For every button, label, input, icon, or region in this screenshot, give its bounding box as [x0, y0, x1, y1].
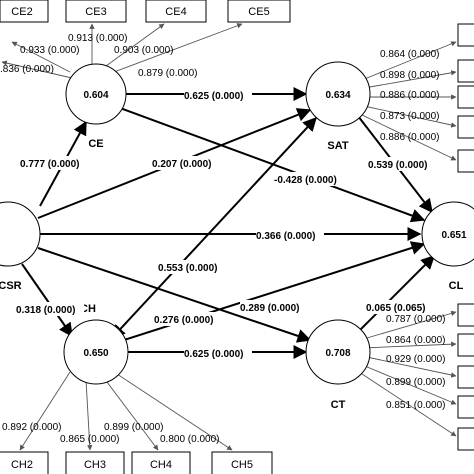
- construct-ce: 0.604 CE: [65, 63, 127, 150]
- loading-label-sat-3: 0.886 (0.000): [380, 90, 440, 101]
- indicator-sat-2: [457, 59, 474, 83]
- loading-arrow-sat-1: [361, 41, 457, 81]
- indicator-sat-1: [457, 23, 474, 47]
- indicator-ch5-label: CH5: [231, 459, 253, 471]
- loading-label-ct-5: 0.851 (0.000): [386, 400, 446, 411]
- construct-ct-name: CT: [331, 399, 346, 411]
- indicator-ce2: CE2: [0, 0, 49, 23]
- construct-csr-name: CSR: [0, 280, 22, 292]
- loading-arrow-ct-5: [355, 369, 457, 437]
- loading-arrow-ce-1: [11, 41, 71, 73]
- loading-label-ce-top-3: 0.879 (0.000): [138, 68, 198, 79]
- construct-csr: CSR: [0, 201, 41, 292]
- construct-sat-r2: 0.634: [325, 90, 350, 101]
- indicator-ce4-label: CE4: [165, 6, 186, 18]
- loading-label-sat-1: 0.864 (0.000): [380, 49, 440, 60]
- path-label-ch-cl: 0.289 (0.000): [240, 303, 300, 314]
- construct-cl-name: CL: [449, 280, 464, 292]
- indicator-sat-4: [457, 115, 474, 139]
- loading-label-ch-1: 0.892 (0.000): [2, 422, 62, 433]
- indicator-ct-3: [457, 365, 474, 389]
- indicator-ch4: CH4: [131, 451, 191, 474]
- path-arrow-csr-ch: [21, 263, 73, 338]
- loading-label-sat-4: 0.873 (0.000): [380, 111, 440, 122]
- path-label-ch-ct: 0.625 (0.000): [184, 349, 244, 360]
- construct-cl-r2: 0.651: [441, 230, 466, 241]
- indicator-ct-4: [457, 395, 474, 419]
- path-label-sat-cl: 0.539 (0.000): [368, 160, 428, 171]
- construct-ce-r2: 0.604: [83, 90, 108, 101]
- loading-label-sat-5: 0.886 (0.000): [380, 132, 440, 143]
- loading-arrow-ch-3: [103, 377, 159, 451]
- loading-arrow-ct-3: [361, 355, 457, 378]
- construct-ch: 0.650 CH: [63, 303, 129, 385]
- loading-label-ce-top-1: 0.913 (0.000): [68, 33, 128, 44]
- path-label-csr-ch: 0.318 (0.000): [16, 305, 76, 316]
- loading-label-ch-2: 0.865 (0.000): [60, 434, 120, 445]
- indicator-ce5-label: CE5: [248, 6, 269, 18]
- loading-arrow-ch-4: [113, 371, 233, 451]
- path-label-ce-sat: 0.625 (0.000): [184, 91, 244, 102]
- loading-arrow-sat-4: [363, 105, 457, 128]
- loading-arrow-ch-2: [85, 379, 93, 451]
- indicator-ct-5: [457, 427, 474, 451]
- loading-label-ce-left-1: 0.933 (0.000): [20, 45, 80, 56]
- construct-sat: 0.634 SAT: [305, 61, 371, 152]
- construct-cl: 0.651 CL: [421, 201, 474, 292]
- loading-arrow-ce-4: [105, 23, 165, 67]
- path-label-csr-ce: 0.777 (0.000): [20, 159, 80, 170]
- path-label-csr-sat: 0.207 (0.000): [152, 159, 212, 170]
- loading-arrow-sat-5: [359, 113, 457, 161]
- construct-ch-name: CH: [80, 303, 96, 315]
- loading-arrow-sat-2: [363, 70, 457, 89]
- path-label-sat-ch: 0.553 (0.000): [158, 263, 218, 274]
- loading-label-ch-4: 0.800 (0.000): [160, 434, 220, 445]
- path-label-ce-cl: -0.428 (0.000): [274, 175, 337, 186]
- loading-label-ce-top-2: 0.903 (0.000): [114, 45, 174, 56]
- loading-label-ct-2: 0.864 (0.000): [386, 335, 446, 346]
- indicator-sat-3: [457, 85, 474, 109]
- construct-sat-name: SAT: [327, 140, 348, 152]
- path-arrow-csr-ct: [37, 247, 312, 343]
- indicator-ce4: CE4: [145, 0, 207, 23]
- loading-label-sat-2: 0.898 (0.000): [380, 70, 440, 81]
- indicator-sat-5: [457, 149, 474, 173]
- loading-label-ct-1: 0.787 (0.000): [386, 314, 446, 325]
- indicator-ce3-label: CE3: [85, 6, 106, 18]
- loading-label-ch-3: 0.899 (0.000): [104, 422, 164, 433]
- loading-arrow-ct-1: [359, 310, 457, 341]
- construct-ct-r2: 0.708: [325, 348, 350, 359]
- indicator-ch2: CH2: [0, 451, 49, 474]
- path-arrow-sat-ch: [111, 116, 317, 340]
- loading-arrow-ct-4: [359, 363, 457, 405]
- loading-arrow-ce-5: [113, 23, 243, 73]
- path-label-ct-cl: 0.065 (0.065): [366, 303, 426, 314]
- path-arrow-ct-cl: [355, 255, 435, 335]
- loading-arrow-ce-2: [1, 60, 73, 79]
- loading-arrow-ct-2: [361, 341, 457, 349]
- indicator-ct-2: [457, 333, 474, 357]
- indicator-ce3: CE3: [65, 0, 127, 23]
- construct-ce-name: CE: [88, 138, 103, 150]
- construct-ch-r2: 0.650: [83, 348, 108, 359]
- indicator-ce2-label: CE2: [11, 6, 32, 18]
- construct-ct: 0.708 CT: [305, 319, 371, 411]
- path-label-csr-ct: 0.276 (0.000): [154, 315, 214, 326]
- loading-label-ct-4: 0.899 (0.000): [386, 377, 446, 388]
- indicator-ch3: CH3: [65, 451, 125, 474]
- loading-label-ce-left-2: .836 (0.000): [0, 64, 54, 75]
- indicator-ce5: CE5: [227, 0, 291, 23]
- path-label-csr-cl: 0.366 (0.000): [256, 231, 316, 242]
- indicator-ch2-label: CH2: [11, 459, 33, 471]
- loading-label-ct-3: 0.929 (0.000): [386, 354, 446, 365]
- loading-arrow-ch-1: [19, 371, 71, 451]
- indicator-ch3-label: CH3: [84, 459, 106, 471]
- indicator-ct-1: [457, 303, 474, 327]
- indicator-ch5: CH5: [211, 451, 273, 474]
- indicator-ch4-label: CH4: [150, 459, 172, 471]
